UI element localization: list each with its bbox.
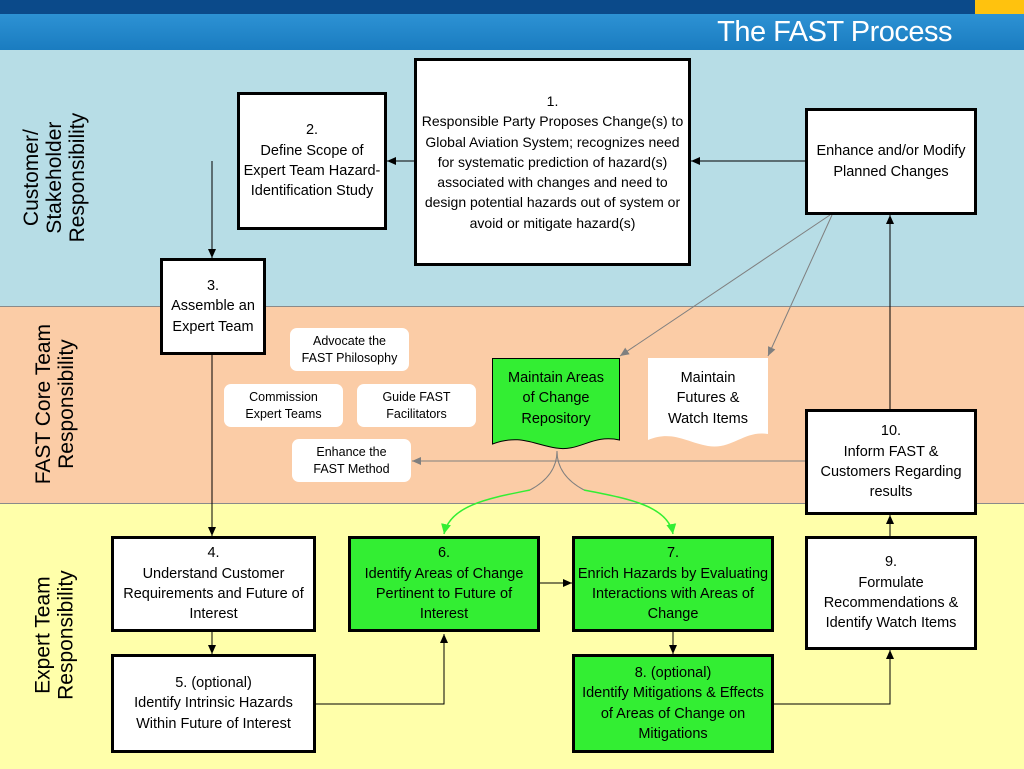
futures-document: Maintain Futures & Watch Items	[648, 358, 768, 454]
step-8-box: 8. (optional) Identify Mitigations & Eff…	[572, 654, 774, 753]
step-10-box: 10. Inform FAST & Customers Regarding re…	[805, 409, 977, 515]
enhance-method-pill: Enhance the FAST Method	[292, 439, 411, 482]
step-6-box: 6. Identify Areas of Change Pertinent to…	[348, 536, 540, 632]
arrow-5-to-6	[316, 634, 448, 705]
guide-facilitators-pill: Guide FAST Facilitators	[357, 384, 476, 427]
futures-label: Maintain Futures & Watch Items	[667, 370, 749, 427]
step-4-box: 4. Understand Customer Requirements and …	[111, 536, 316, 632]
repository-document-shape	[492, 358, 620, 450]
arrow-repository-to-7	[583, 489, 677, 535]
step-5-box: 5. (optional) Identify Intrinsic Hazards…	[111, 654, 316, 753]
step-9-box: 9. Formulate Recommendations & Identify …	[805, 536, 977, 650]
enhance-changes-box: Enhance and/or Modify Planned Changes	[805, 108, 977, 215]
step-1-box: 1. Responsible Party Proposes Change(s) …	[414, 58, 691, 266]
arrow-8-to-9	[774, 650, 894, 705]
step-7-box: 7. Enrich Hazards by Evaluating Interact…	[572, 536, 774, 632]
arrow-enhance-to-futures	[767, 214, 833, 357]
futures-document-shape	[648, 358, 768, 447]
page-title: The FAST Process	[717, 16, 952, 48]
step-2-box: 2. Define Scope of Expert Team Hazard-Id…	[237, 92, 387, 230]
advocate-philosophy-pill: Advocate the FAST Philosophy	[290, 328, 409, 371]
repository-label: Maintain Areas of Change Repository	[508, 370, 604, 427]
curve-repository-split	[529, 450, 585, 491]
top-strip	[0, 0, 1024, 14]
arrow-repository-to-6	[441, 489, 531, 535]
repository-document: Maintain Areas of Change Repository	[492, 358, 620, 454]
step-3-box: 3. Assemble an Expert Team	[160, 258, 266, 355]
arrow-enhance-to-repository	[619, 214, 831, 357]
header-bar	[0, 14, 1024, 50]
top-strip-accent	[975, 0, 1024, 14]
commission-teams-pill: Commission Expert Teams	[224, 384, 343, 427]
